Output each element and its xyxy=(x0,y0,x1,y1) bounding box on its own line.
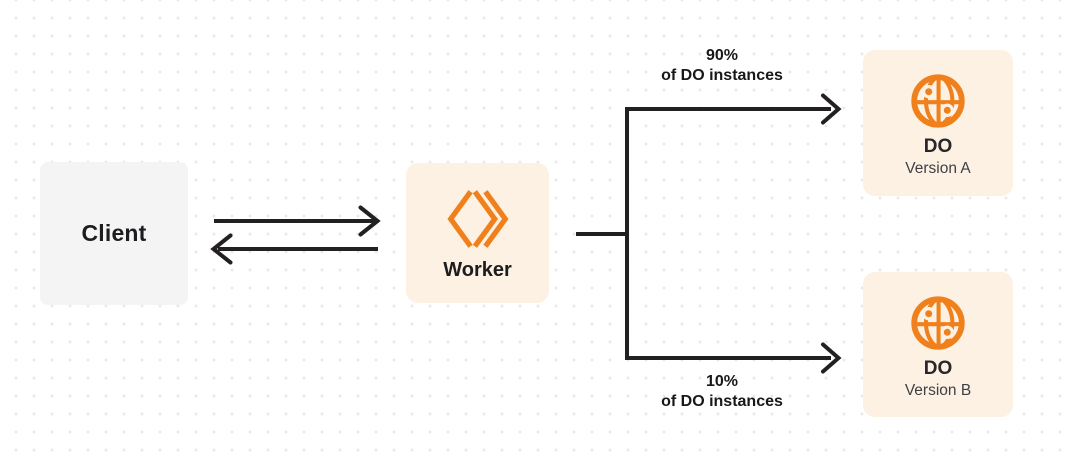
client-label: Client xyxy=(81,220,147,246)
arrowhead-branch-top xyxy=(821,93,842,125)
arrowhead-worker-to-client xyxy=(210,233,233,265)
branch-bottom-percent: 10% xyxy=(705,373,739,390)
branch-bottom-caption: of DO instances xyxy=(661,393,783,410)
do-a-subtitle: Version A xyxy=(905,160,971,177)
arrowhead-client-to-worker xyxy=(358,205,381,237)
do-b-subtitle: Version B xyxy=(904,381,972,399)
globe-icon xyxy=(909,72,967,130)
branch-top-percent: 90% xyxy=(705,47,739,64)
branch-top-label: 90% of DO instances xyxy=(612,46,832,86)
do-a-title: DO xyxy=(923,136,953,157)
globe-icon xyxy=(909,294,967,352)
branch-bottom-label: 10% of DO instances xyxy=(612,372,832,412)
do-version-a-node: DO Version A xyxy=(863,50,1013,196)
worker-label: Worker xyxy=(443,258,512,281)
worker-node: Worker xyxy=(406,163,549,303)
cloudflare-workers-icon xyxy=(446,187,509,251)
arrowhead-branch-bottom xyxy=(821,342,842,374)
branch-top-caption: of DO instances xyxy=(661,67,783,84)
branch-split-line xyxy=(625,107,831,360)
client-node: Client xyxy=(40,162,188,305)
do-b-title: DO xyxy=(923,357,953,379)
do-version-b-node: DO Version B xyxy=(863,272,1013,417)
